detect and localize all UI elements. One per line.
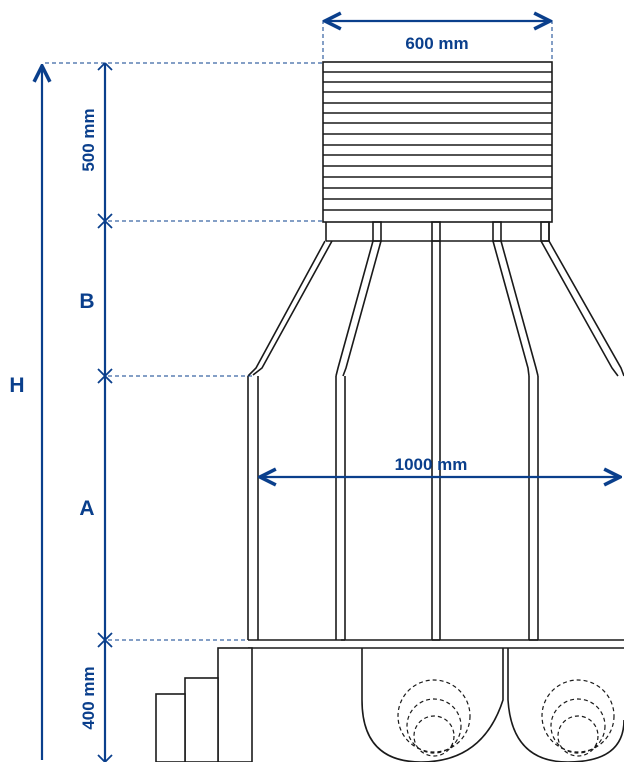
- section-b-label: B: [79, 290, 94, 313]
- top-height-label: 500 mm: [79, 108, 98, 171]
- ribbed-riser-top: [322, 61, 553, 223]
- top-width-label: 600 mm: [405, 34, 468, 53]
- base-height-label: 400 mm: [79, 666, 98, 729]
- riser-collar: [325, 221, 550, 242]
- body-width-label: 1000 mm: [395, 455, 468, 474]
- outlet-channels: [361, 648, 624, 762]
- section-a-label: A: [79, 497, 94, 520]
- total-height-label: H: [9, 374, 24, 397]
- base-section: [155, 647, 253, 762]
- structure-drawing: [155, 61, 624, 762]
- dimension-lines: [42, 20, 620, 762]
- cone-section: [247, 240, 624, 377]
- cylinder-body: [247, 376, 624, 649]
